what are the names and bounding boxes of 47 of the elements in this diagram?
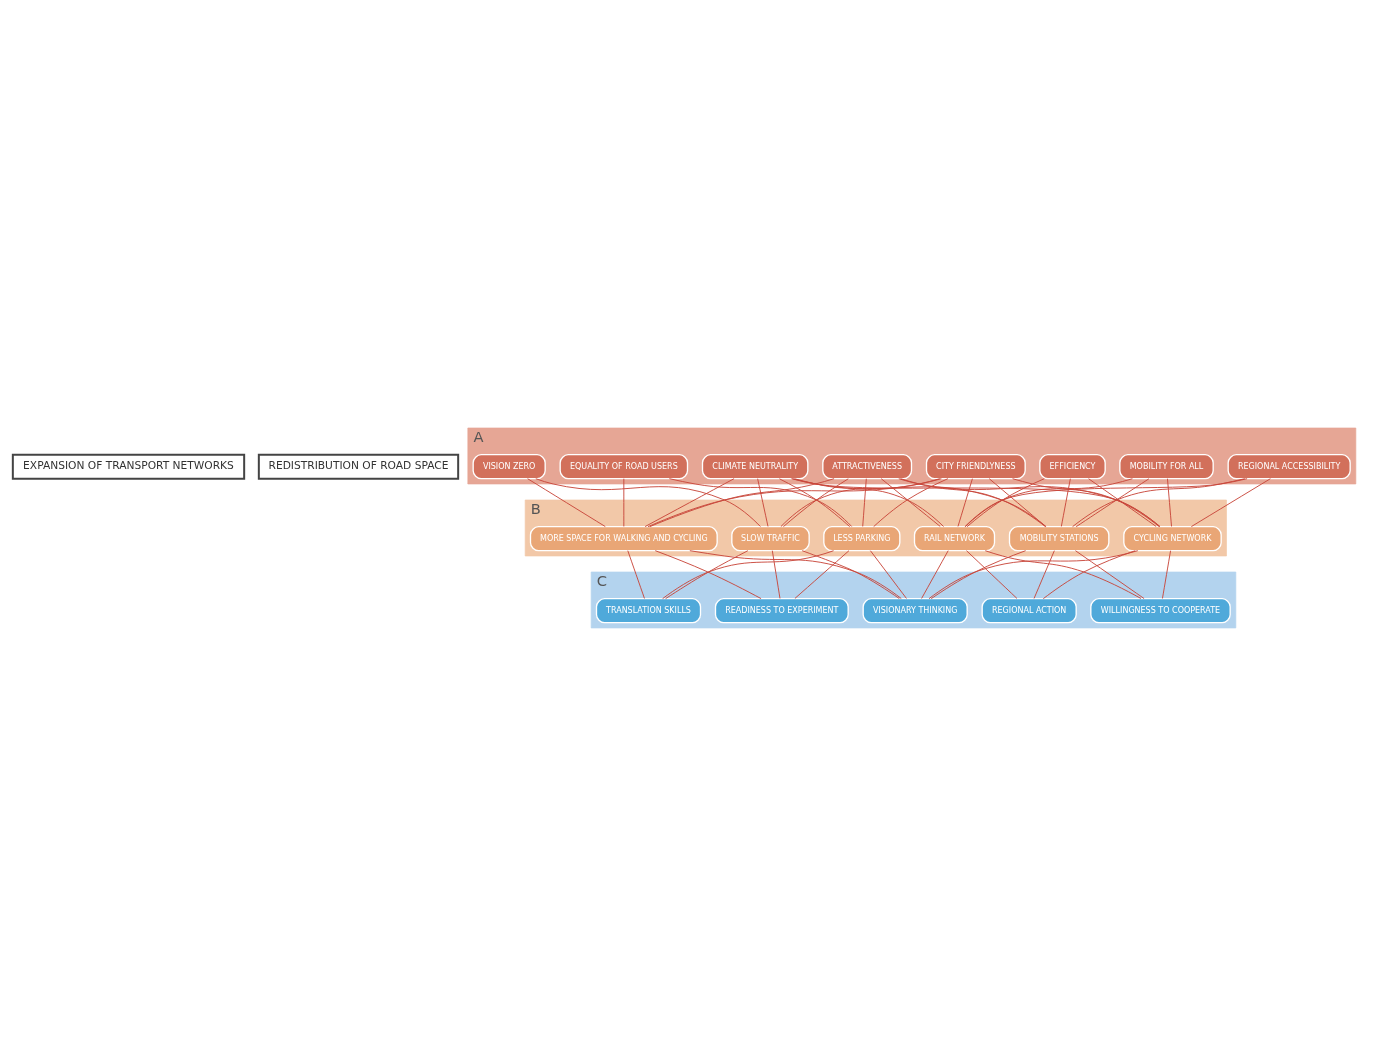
node-box: EXPANSION OF TRANSPORT NETWORKS xyxy=(11,453,246,480)
connector xyxy=(966,549,1018,599)
connector xyxy=(869,549,907,599)
connector xyxy=(791,477,1161,527)
connector xyxy=(898,477,1161,527)
node-box: REDISTRIBUTION OF ROAD SPACE xyxy=(257,453,460,480)
connector xyxy=(627,549,645,599)
connector xyxy=(988,477,1046,527)
connector xyxy=(964,477,1248,527)
connector xyxy=(689,549,902,599)
connector xyxy=(527,477,606,527)
connector xyxy=(1162,549,1172,599)
connector xyxy=(1012,477,1160,527)
connector xyxy=(984,549,1142,599)
connector xyxy=(792,477,1047,527)
connector xyxy=(862,477,867,527)
connector xyxy=(647,477,942,527)
connector xyxy=(1190,477,1271,527)
connector xyxy=(644,477,735,527)
connector xyxy=(1075,477,1150,527)
connector xyxy=(1075,549,1145,599)
connector xyxy=(880,477,941,527)
connector xyxy=(1033,549,1055,599)
connector xyxy=(928,549,1139,599)
connector xyxy=(966,477,1045,527)
connector xyxy=(1167,477,1172,527)
connector xyxy=(1042,549,1136,599)
connector xyxy=(757,477,769,527)
connector xyxy=(964,477,1133,527)
connector xyxy=(649,477,835,527)
connector xyxy=(665,549,749,599)
connector xyxy=(873,477,949,527)
connector xyxy=(957,477,973,527)
connector xyxy=(921,549,949,599)
connector xyxy=(1060,477,1071,527)
connector xyxy=(654,549,762,599)
connector xyxy=(1088,477,1157,527)
connector xyxy=(801,549,900,599)
connector xyxy=(662,549,835,599)
connector xyxy=(668,477,853,527)
connector xyxy=(535,477,761,527)
connector xyxy=(930,549,1027,599)
connector xyxy=(794,549,850,599)
connector xyxy=(900,477,1046,527)
connector xyxy=(771,549,781,599)
connector xyxy=(623,477,625,527)
connector xyxy=(1072,477,1246,527)
